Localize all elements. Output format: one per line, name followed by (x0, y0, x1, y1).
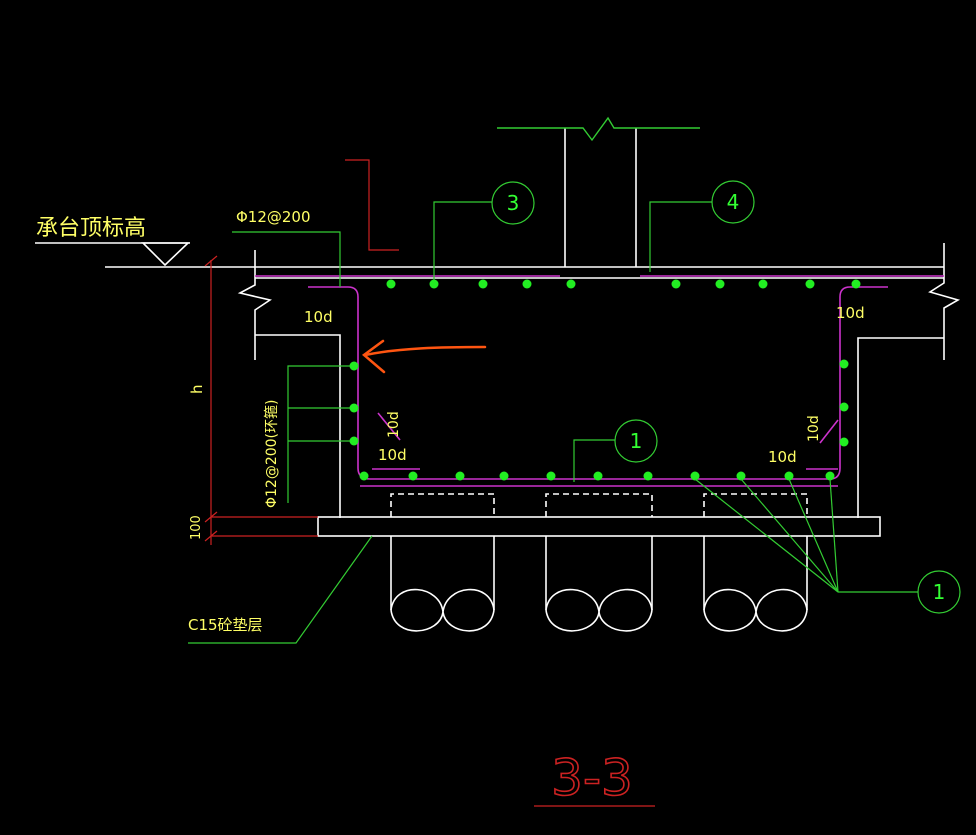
anchor-label-diag-right: 10d (806, 415, 822, 442)
pad-thickness-label: 100 (189, 515, 204, 540)
elevation-marker-icon (141, 242, 190, 267)
cushion-label: C15砼垫层 (188, 616, 263, 634)
section-title: 3-3 (551, 749, 633, 807)
pile-3 (703, 536, 808, 632)
rebar-dots (349, 279, 861, 481)
concrete-outline (35, 128, 961, 632)
column-break-line (497, 116, 700, 142)
height-label: h (188, 384, 206, 394)
highlight-arrow-icon (361, 339, 487, 374)
anchor-label-bottom-right: 10d (768, 448, 797, 466)
anchor-label-top-right: 10d (836, 304, 865, 322)
callout-4: 4 (727, 190, 740, 214)
pile-2 (545, 536, 653, 632)
leader-lines (188, 180, 961, 644)
anchor-label-bottom-left: 10d (378, 446, 407, 464)
callout-1-right: 1 (933, 580, 946, 604)
callout-1-center: 1 (630, 429, 643, 453)
anchor-label-diag-left: 10d (386, 411, 402, 438)
side-rebar-label: Φ12@200(环箍) (263, 400, 280, 508)
callout-3: 3 (507, 191, 520, 215)
anchor-label-top-left: 10d (304, 308, 333, 326)
top-rebar-label: Φ12@200 (236, 208, 311, 226)
elevation-label: 承台顶标高 (36, 216, 146, 241)
dimensions (204, 159, 655, 807)
pile-1 (390, 536, 495, 632)
